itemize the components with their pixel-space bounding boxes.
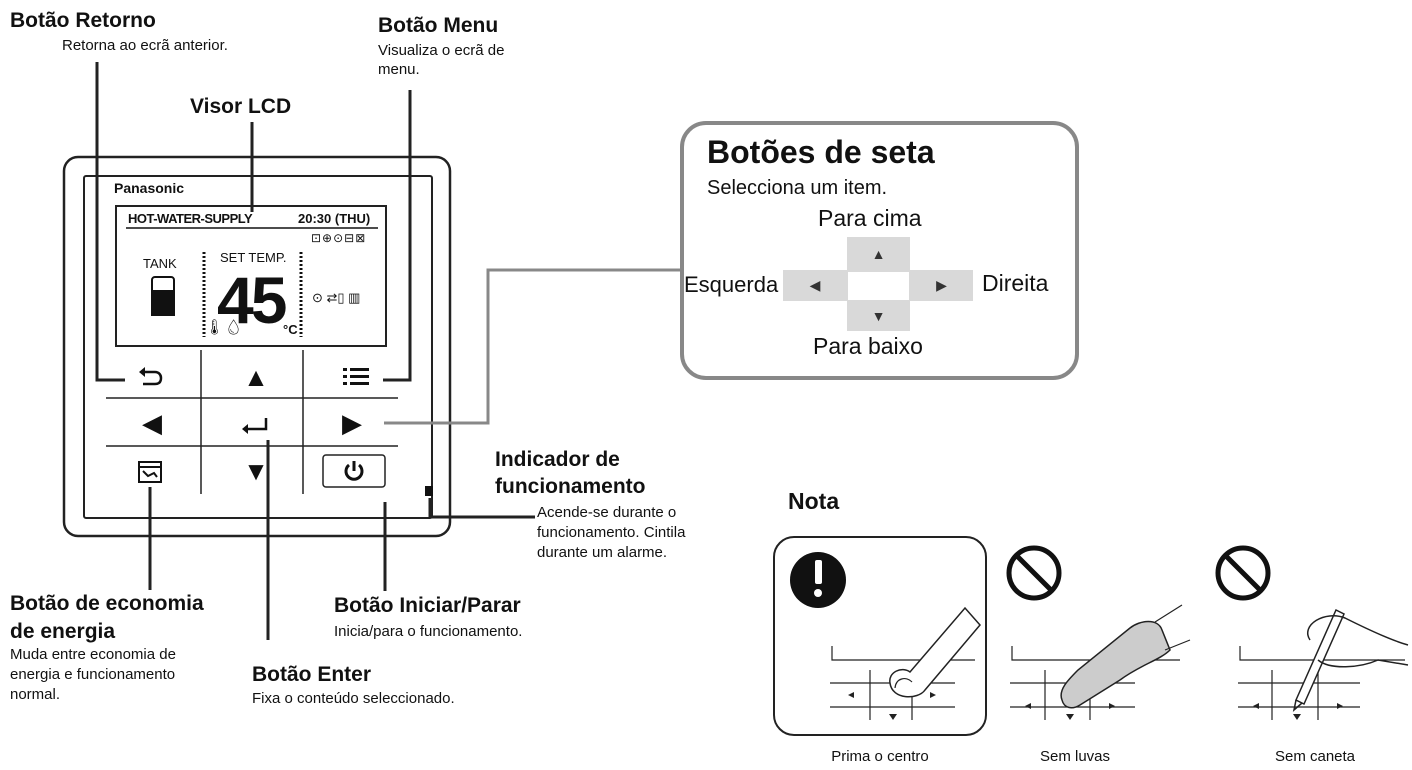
enter-title: Botão Enter (252, 663, 372, 686)
arrow-key-down[interactable]: ▼ (847, 301, 910, 331)
lcd-temp-value: 45 (217, 263, 287, 337)
lcd-tank-label: TANK (143, 256, 177, 271)
return-icon[interactable] (132, 360, 168, 394)
up-arrow-icon[interactable]: ▲ (243, 361, 269, 392)
right-arrow-icon[interactable]: ▶ (342, 407, 362, 438)
lcd-title: Visor LCD (190, 95, 292, 118)
thermo-drop-icon: 🌡︎💧︎ (205, 319, 244, 336)
note-title: Nota (788, 488, 840, 514)
arrow-panel-title: Botões de seta (707, 134, 935, 170)
menu-list-icon[interactable] (336, 360, 376, 394)
lcd-operation-icons: ⊙ ⇄▯ ▥ (312, 290, 361, 305)
enter-desc: Fixa o conteúdo seleccionado. (252, 690, 455, 707)
note-caption-no-gloves: Sem luvas (1039, 748, 1111, 765)
arrow-right-label: Direita (982, 270, 1049, 296)
down-arrow-icon[interactable]: ▼ (243, 455, 269, 486)
enter-icon[interactable] (234, 410, 274, 444)
lcd-set-temp-label: SET TEMP. (220, 250, 287, 265)
energy-desc-1: Muda entre economia de (10, 646, 176, 663)
arrow-panel-subtitle: Selecciona um item. (707, 177, 888, 199)
arrow-key-center (847, 271, 910, 301)
menu-button-desc-1: Visualiza o ecrã de (378, 42, 505, 59)
lcd-temp-unit: °C (283, 322, 298, 337)
energy-desc-3: normal. (10, 686, 61, 703)
lcd-mode: HOT-WATER-SUPPLY (128, 211, 253, 226)
energy-title-1: Botão de economia (10, 592, 204, 615)
return-button-desc: Retorna ao ecrã anterior. (62, 37, 228, 54)
energy-desc-2: energia e funcionamento (10, 666, 176, 683)
indicator-desc-1: Acende-se durante o (537, 504, 677, 521)
left-arrow-icon[interactable]: ◀ (142, 407, 162, 438)
power-icon[interactable] (334, 456, 374, 486)
menu-button-desc-2: menu. (378, 61, 420, 78)
indicator-title-2: funcionamento (495, 475, 646, 498)
startstop-title: Botão Iniciar/Parar (334, 594, 521, 617)
menu-button-title: Botão Menu (378, 14, 499, 37)
lcd-status-icons: ⊡⊕⊙⊟⊠ (311, 231, 367, 245)
arrow-key-right[interactable]: ▶ (910, 270, 973, 301)
tank-icon (151, 276, 175, 316)
note-caption-press-center: Prima o centro (831, 748, 929, 765)
arrow-key-left[interactable]: ◀ (783, 270, 847, 301)
note-caption-no-pen: Sem caneta (1274, 748, 1356, 765)
return-button-title: Botão Retorno (10, 9, 156, 32)
arrow-down-label: Para baixo (813, 333, 923, 359)
arrow-up-label: Para cima (818, 205, 922, 231)
lcd-clock: 20:30 (THU) (298, 211, 371, 226)
energy-save-icon[interactable] (132, 456, 168, 488)
indicator-title-1: Indicador de (495, 448, 620, 471)
brand-logo: Panasonic (114, 180, 185, 196)
indicator-desc-3: durante um alarme. (537, 544, 668, 561)
indicator-desc-2: funcionamento. Cintila (537, 524, 686, 541)
arrow-left-label: Esquerda (684, 272, 779, 297)
energy-title-2: de energia (10, 620, 116, 643)
startstop-desc: Inicia/para o funcionamento. (334, 623, 523, 640)
arrow-key-up[interactable]: ▲ (847, 237, 910, 271)
